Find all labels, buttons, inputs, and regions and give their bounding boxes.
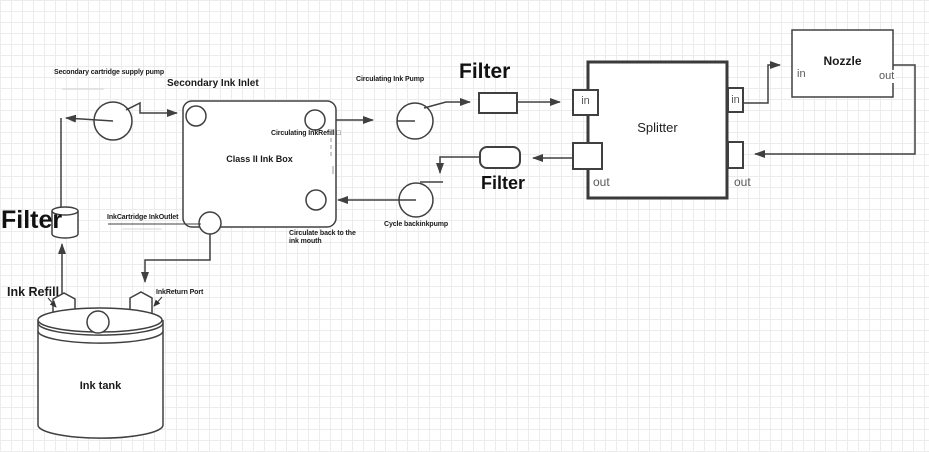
edge-pump-to-filter-stem[interactable] bbox=[65, 114, 114, 123]
nozzle-in-label: in bbox=[797, 68, 806, 80]
box-port-circulating-return[interactable] bbox=[305, 189, 327, 211]
label-secondary-ink-inlet: Secondary Ink Inlet bbox=[167, 78, 259, 89]
label-class-ii-ink-box: Class II Ink Box bbox=[226, 154, 293, 164]
box-port-circulating-out[interactable] bbox=[304, 109, 326, 131]
splitter-port-right-out[interactable] bbox=[727, 141, 744, 169]
label-secondary-cartridge-supply-pump: Secondary cartridge supply pump bbox=[54, 69, 165, 76]
splitter-right-out-label: out bbox=[734, 175, 751, 189]
nozzle-out-label: out bbox=[877, 70, 897, 83]
splitter-port-left-in[interactable] bbox=[572, 89, 599, 116]
label-filter-middle[interactable]: Filter bbox=[481, 173, 526, 193]
splitter-port-left-out[interactable] bbox=[572, 142, 603, 170]
label-ink-cartridge-ink-outlet: InkCartridge InkOutlet bbox=[107, 214, 179, 221]
edge-splitter-to-nozzle[interactable] bbox=[743, 61, 781, 104]
filter-top-box[interactable] bbox=[478, 92, 518, 114]
box-port-cartridge-outlet[interactable] bbox=[198, 211, 222, 235]
splitter-box[interactable] bbox=[572, 60, 744, 200]
box-port-inlet[interactable] bbox=[185, 105, 207, 127]
splitter-left-out-label: out bbox=[593, 175, 610, 189]
edge-filter-mid-to-cyclepump[interactable] bbox=[436, 156, 480, 174]
label-splitter: Splitter bbox=[637, 120, 678, 135]
label-ink-return-port: InkReturn Port bbox=[156, 289, 204, 296]
label-cycle-back-ink-pump: Cycle backinkpump bbox=[384, 221, 449, 228]
class-ii-ink-box[interactable] bbox=[182, 100, 337, 235]
leader-ink-refill bbox=[47, 297, 57, 308]
label-ink-refill[interactable]: Ink Refill bbox=[7, 285, 60, 299]
label-circulating-ink-pump: Circulating Ink Pump bbox=[356, 76, 425, 83]
edge-pump-to-ink-inlet[interactable] bbox=[125, 101, 178, 117]
artifact-smudge-1 bbox=[62, 88, 104, 90]
leader-return-port bbox=[153, 296, 163, 307]
splitter-port-right-in[interactable] bbox=[727, 87, 744, 113]
splitter-right-in-label: in bbox=[731, 94, 740, 106]
nozzle-box[interactable] bbox=[791, 29, 894, 98]
splitter-left-in-label: in bbox=[581, 95, 590, 107]
filter-cylinder[interactable] bbox=[51, 206, 79, 239]
label-circulating-ink-refill: Circulating InkRefill □ bbox=[271, 130, 341, 137]
label-nozzle: Nozzle bbox=[823, 54, 862, 68]
artifact-smudge-2 bbox=[122, 228, 162, 230]
label-circulate-back-to-ink-mouth: Circulate back to the ink mouth bbox=[289, 230, 356, 246]
label-ink-tank: Ink tank bbox=[79, 380, 122, 392]
edge-nozzle-to-splitter[interactable] bbox=[754, 64, 916, 158]
ink-tank[interactable] bbox=[37, 291, 164, 439]
edge-circpump-to-filter-top[interactable] bbox=[423, 98, 471, 109]
filter-middle-box[interactable] bbox=[479, 146, 521, 169]
tank-cap[interactable] bbox=[86, 310, 110, 334]
edge-outlet-to-return-port[interactable] bbox=[141, 234, 211, 283]
label-filter-left[interactable]: Filter bbox=[1, 206, 63, 234]
label-filter-top[interactable]: Filter bbox=[459, 60, 511, 83]
